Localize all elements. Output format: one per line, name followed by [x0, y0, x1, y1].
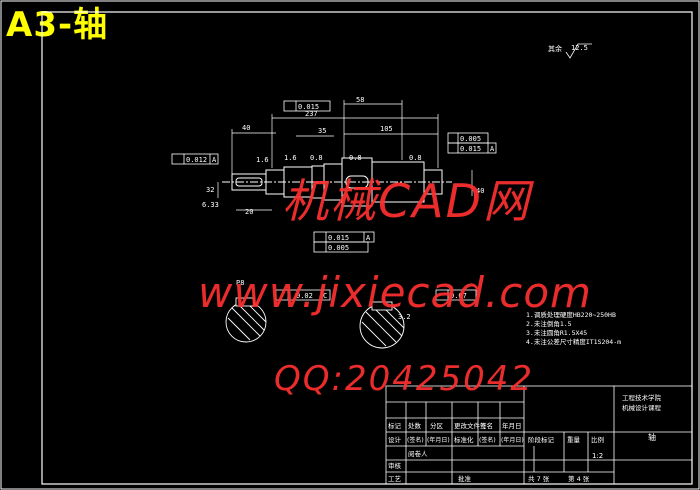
svg-text:机械设计课程: 机械设计课程 — [622, 403, 662, 412]
svg-text:0.02: 0.02 — [296, 292, 313, 300]
svg-text:A: A — [366, 234, 371, 242]
svg-text:0.015: 0.015 — [298, 103, 319, 111]
svg-text:1.调质处理硬度HB220~250HB: 1.调质处理硬度HB220~250HB — [526, 310, 616, 319]
svg-text:阅卷人: 阅卷人 — [408, 449, 428, 458]
svg-text:比例: 比例 — [591, 435, 604, 444]
svg-text:0.8: 0.8 — [409, 154, 422, 162]
tolerance-values: 0.015 0.005 0.015 A 0.012 A 0.015 A 0.00… — [186, 103, 495, 300]
dimension-texts: 58 237 40 35 105 1.6 0.8 1.6 0.8 0.8 6.3… — [202, 96, 484, 321]
roughness-note: 其余 12.5 — [548, 43, 592, 59]
svg-text:C: C — [323, 292, 327, 300]
svg-text:年月日: 年月日 — [502, 421, 522, 430]
section-views — [225, 297, 405, 349]
svg-text:工程技术学院: 工程技术学院 — [622, 393, 662, 402]
svg-text:0.8: 0.8 — [310, 154, 323, 162]
svg-text:更改文件号: 更改文件号 — [454, 421, 487, 430]
svg-text:轴: 轴 — [648, 432, 656, 442]
svg-text:40: 40 — [242, 124, 250, 132]
watermark-qq: QQ:20425042 — [274, 359, 535, 399]
svg-text:0.005: 0.005 — [328, 244, 349, 252]
svg-text:32: 32 — [206, 186, 214, 194]
svg-text:4.未注公差尺寸精度IT1S204-m: 4.未注公差尺寸精度IT1S204-m — [526, 337, 621, 346]
svg-text:20: 20 — [245, 208, 253, 216]
title-block — [385, 385, 693, 485]
svg-text:阶段标记: 阶段标记 — [528, 435, 555, 444]
svg-text:3.未注圆角R1.5X45: 3.未注圆角R1.5X45 — [526, 328, 587, 337]
svg-text:237: 237 — [305, 110, 318, 118]
svg-text:A: A — [212, 156, 217, 164]
drawing-title: A3-轴 — [6, 5, 109, 45]
watermark-url: www.jixiecad.com — [198, 268, 592, 317]
svg-text:(签名): (签名) — [407, 436, 424, 444]
svg-text:(年月日): (年月日) — [427, 436, 450, 444]
svg-text:1.6: 1.6 — [256, 156, 269, 164]
svg-text:批准: 批准 — [458, 474, 472, 483]
svg-text:审核: 审核 — [388, 461, 402, 470]
tolerance-frames — [171, 100, 497, 301]
svg-text:3.2: 3.2 — [398, 313, 411, 321]
shaft-main-view — [222, 157, 452, 207]
svg-text:重量: 重量 — [567, 436, 581, 444]
svg-text:6.33: 6.33 — [202, 201, 219, 209]
svg-text:0.005: 0.005 — [460, 135, 481, 143]
svg-text:1.6: 1.6 — [284, 154, 297, 162]
technical-notes: 1.调质处理硬度HB220~250HB 2.未注倒角1.5 3.未注圆角R1.5… — [526, 310, 621, 346]
svg-text:分区: 分区 — [430, 421, 444, 430]
inner-frame — [41, 11, 693, 485]
svg-text:0.07: 0.07 — [450, 292, 467, 300]
svg-text:(签名): (签名) — [479, 436, 496, 444]
svg-text:35: 35 — [318, 127, 326, 135]
svg-text:40: 40 — [476, 187, 484, 195]
watermark-site-name: 机械CAD网 — [282, 174, 532, 228]
svg-text:标准化: 标准化 — [454, 435, 474, 444]
svg-text:0.012: 0.012 — [186, 156, 207, 164]
svg-text:(年月日): (年月日) — [501, 436, 524, 444]
svg-text:1:2: 1:2 — [592, 452, 603, 460]
svg-text:工艺: 工艺 — [388, 475, 402, 483]
svg-text:0.015: 0.015 — [328, 234, 349, 242]
svg-text:105: 105 — [380, 125, 393, 133]
svg-text:58: 58 — [356, 96, 364, 104]
svg-text:共 7 张: 共 7 张 — [528, 474, 550, 483]
svg-text:2.未注倒角1.5: 2.未注倒角1.5 — [526, 319, 572, 328]
svg-text:0.015: 0.015 — [460, 145, 481, 153]
svg-text:其余: 其余 — [548, 44, 562, 53]
svg-text:12.5: 12.5 — [571, 44, 588, 52]
svg-text:处数: 处数 — [408, 421, 422, 430]
svg-text:设计: 设计 — [388, 435, 402, 444]
svg-text:0.8: 0.8 — [349, 154, 362, 162]
title-block-text: 标记 处数 分区 更改文件号 签名 年月日 设计 (签名) (年月日) 标准化 … — [388, 393, 662, 483]
svg-text:标记: 标记 — [388, 421, 402, 430]
svg-text:签名: 签名 — [480, 421, 493, 430]
svg-text:P8: P8 — [236, 279, 244, 287]
svg-text:第 4 张: 第 4 张 — [568, 474, 590, 483]
dimension-lines — [217, 100, 473, 211]
svg-text:A: A — [490, 145, 495, 153]
